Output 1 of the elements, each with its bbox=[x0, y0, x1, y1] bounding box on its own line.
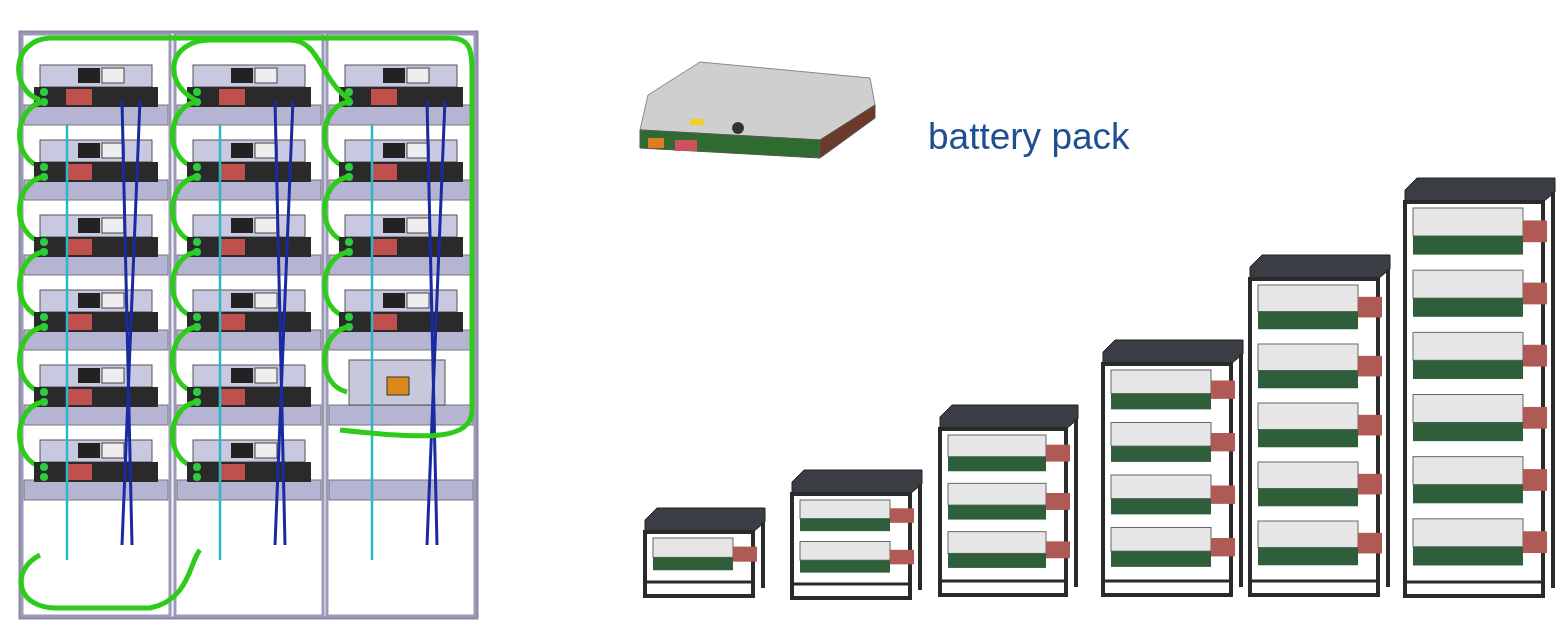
caption-text: battery pack bbox=[928, 116, 1130, 158]
